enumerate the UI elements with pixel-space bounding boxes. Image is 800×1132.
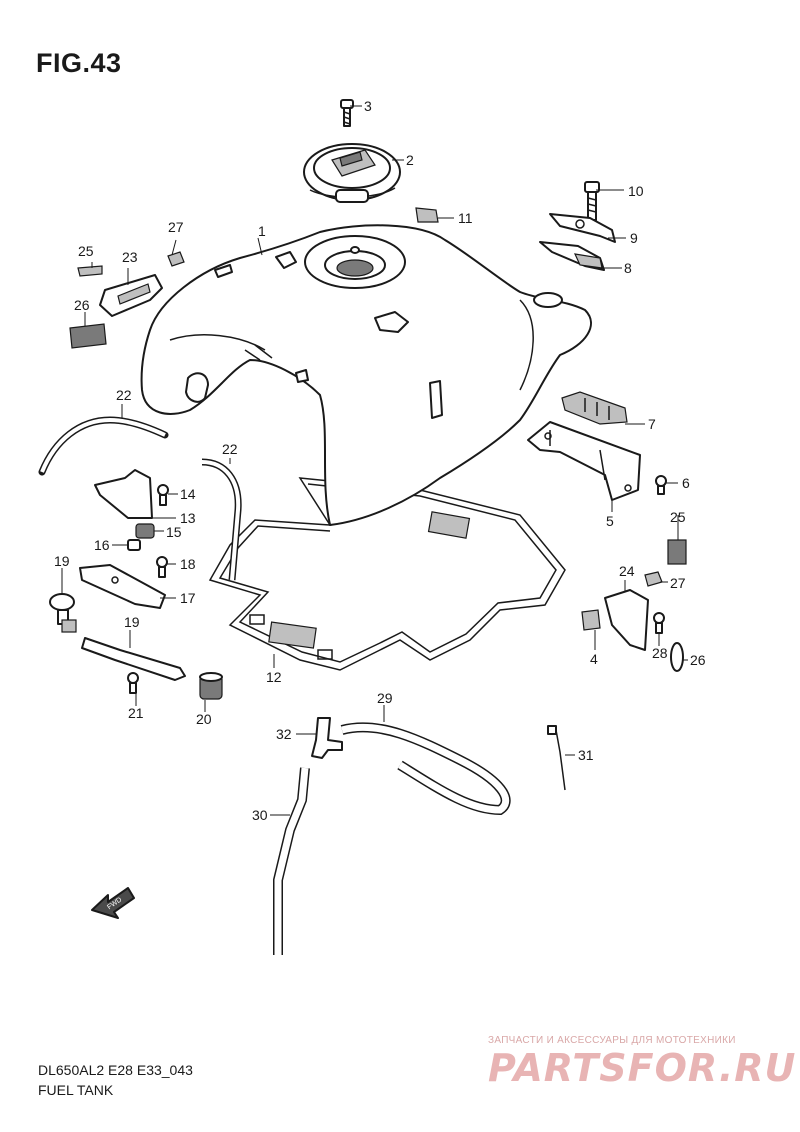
callout-15: 15 (166, 524, 182, 540)
part-22-hose-left (38, 416, 169, 476)
callout-16: 16 (94, 537, 110, 553)
callout-labels: 1 2 3 4 5 6 7 8 9 10 11 12 13 14 15 16 1… (54, 98, 706, 823)
part-25-tag-lower (667, 539, 687, 565)
part-21-bolt (127, 672, 139, 694)
callout-25-upper: 25 (78, 243, 94, 259)
callout-20: 20 (196, 711, 212, 727)
leader-lines (61, 105, 688, 816)
part-28-bolt (653, 612, 665, 634)
part-11-cushion (415, 207, 439, 223)
part-32-joint (311, 717, 343, 759)
part-26-clip-lower (670, 642, 684, 672)
callout-29: 29 (377, 690, 393, 706)
callout-21: 21 (128, 705, 144, 721)
callout-7: 7 (648, 416, 656, 432)
part-19-grommet (49, 593, 77, 633)
part-5-bracket (527, 421, 641, 501)
part-31-wire (547, 725, 566, 791)
part-13-bracket (94, 469, 153, 519)
callout-17: 17 (180, 590, 196, 606)
part-8-damper (539, 241, 605, 271)
callout-10: 10 (628, 183, 644, 199)
callout-5: 5 (606, 513, 614, 529)
part-17-bracket (79, 564, 166, 609)
callout-31: 31 (578, 747, 594, 763)
part-16-collar (127, 539, 141, 551)
part-10-bolt (584, 181, 600, 221)
watermark-tagline: ЗАПЧАСТИ И АКСЕССУАРЫ ДЛЯ МОТОТЕХНИКИ (488, 1035, 736, 1046)
callout-25-lower: 25 (670, 509, 686, 525)
part-4-cushion (581, 609, 601, 631)
part-29-hose (340, 722, 511, 816)
callout-13: 13 (180, 510, 196, 526)
part-14-bolt (157, 484, 169, 506)
callout-14: 14 (180, 486, 196, 502)
callout-22-center: 22 (222, 441, 238, 457)
callout-2: 2 (406, 152, 414, 168)
fwd-arrow-icon: FWD (91, 887, 135, 919)
callout-32: 32 (276, 726, 292, 742)
part-19-strap (81, 637, 186, 681)
callout-11: 11 (458, 210, 473, 226)
figure-title: FIG.43 (36, 48, 122, 78)
callout-8: 8 (624, 260, 632, 276)
callout-1: 1 (258, 223, 266, 239)
callout-26-upper: 26 (74, 297, 90, 313)
callout-23: 23 (122, 249, 138, 265)
part-12-shield (208, 477, 566, 671)
callout-24: 24 (619, 563, 635, 579)
part-7-cushion (561, 391, 628, 425)
callout-4: 4 (590, 651, 598, 667)
callout-19-upper: 19 (54, 553, 70, 569)
callout-27-upper: 27 (168, 219, 184, 235)
callout-22-left: 22 (116, 387, 132, 403)
watermark-brand: PARTSFOR.RU (488, 1046, 797, 1090)
part-20-cushion (199, 672, 223, 700)
callout-26-lower: 26 (690, 652, 706, 668)
part-27-grommet-lower (644, 571, 663, 587)
part-15-cushion (135, 523, 155, 539)
part-24-bracket (604, 589, 649, 651)
figure-code: DL650AL2 E28 E33_043 (38, 1062, 193, 1078)
callout-3: 3 (364, 98, 372, 114)
callout-27-lower: 27 (670, 575, 686, 591)
part-30-hose (273, 767, 310, 955)
callout-18: 18 (180, 556, 196, 572)
part-27-grommet-upper (167, 251, 185, 267)
part-26-plate-upper (69, 323, 107, 349)
part-18-bolt (156, 556, 168, 578)
figure-name: FUEL TANK (38, 1082, 114, 1098)
part-25-tag-upper (77, 265, 103, 277)
callout-6: 6 (682, 475, 690, 491)
part-6-bolt (655, 475, 667, 495)
part-2-fuel-cap (303, 143, 401, 203)
part-9-bracket (549, 213, 616, 243)
part-22-hose-center (201, 458, 242, 581)
callout-30: 30 (252, 807, 268, 823)
callout-19-lower: 19 (124, 614, 140, 630)
callout-12: 12 (266, 669, 282, 685)
part-3-screw (340, 99, 354, 127)
part-23-plate (99, 274, 163, 317)
callout-9: 9 (630, 230, 638, 246)
callout-28: 28 (652, 645, 668, 661)
part-1-fuel-tank (140, 224, 592, 526)
